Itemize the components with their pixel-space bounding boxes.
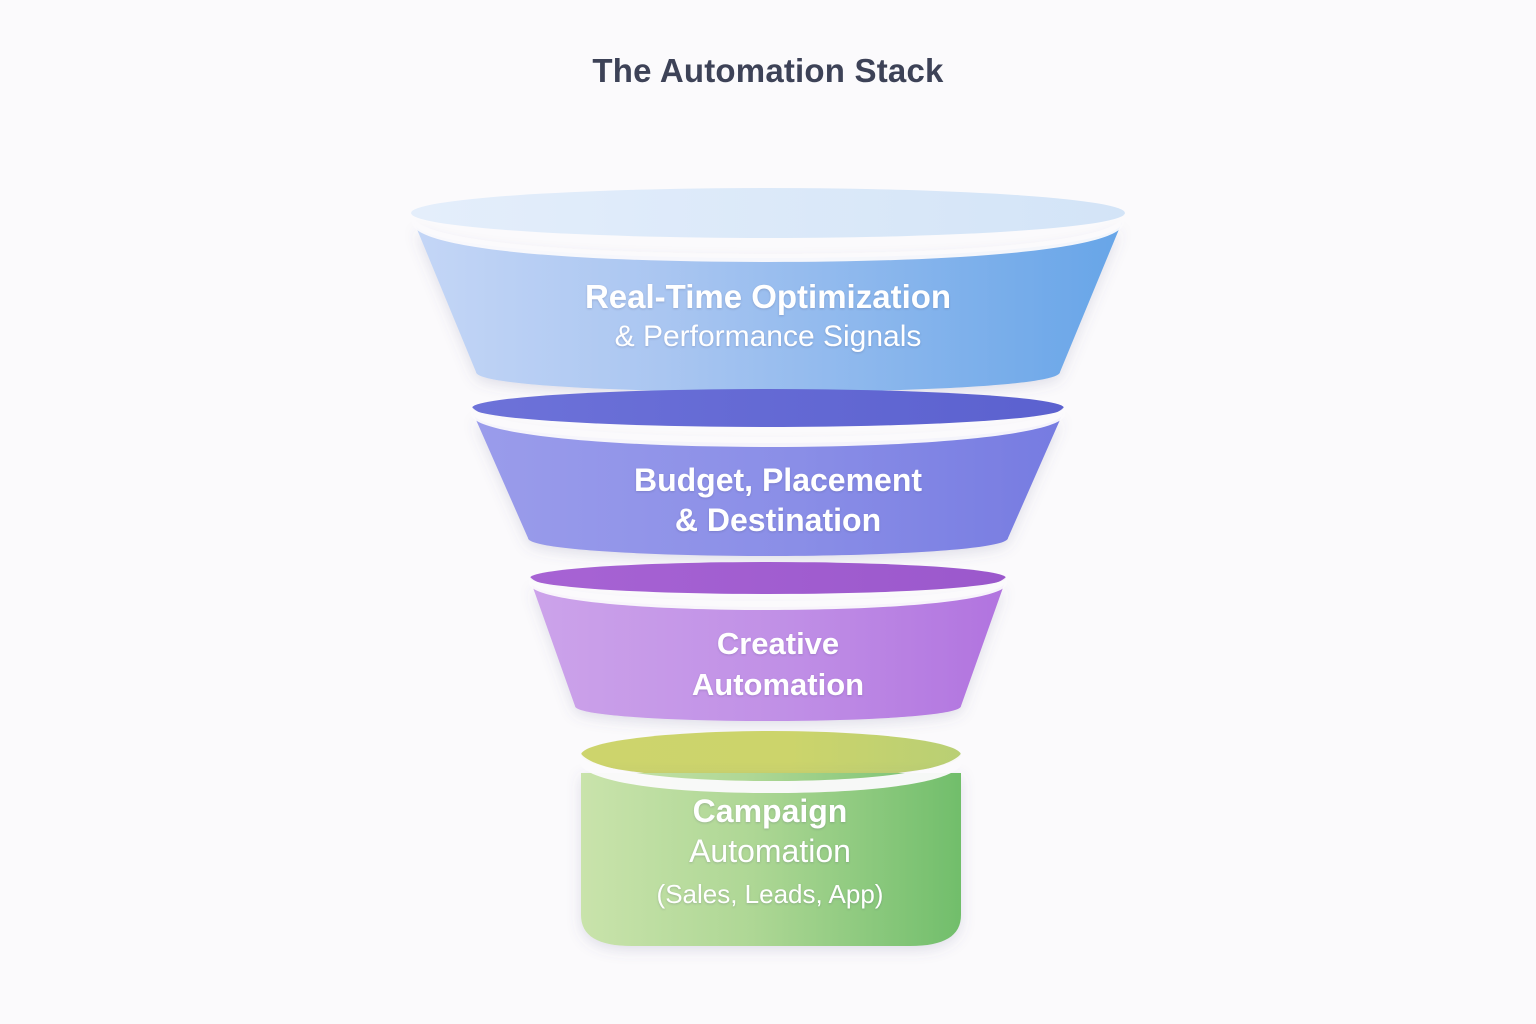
stage-4-body bbox=[581, 773, 961, 946]
stage-2-label-line2: & Destination bbox=[674, 502, 882, 539]
stage-1-label-line1: Real-Time Optimization bbox=[584, 278, 952, 315]
funnel-stage-4[interactable] bbox=[579, 731, 963, 946]
funnel-stage-3[interactable] bbox=[529, 562, 1007, 721]
stage-4-label-line3: (Sales, Leads, App) bbox=[656, 878, 884, 909]
stage-3-label-line2: Automation bbox=[691, 667, 865, 703]
stage-3-rim-gap bbox=[529, 574, 1007, 610]
stage-1-label: Real-Time Optimization & Performance Sig… bbox=[468, 278, 1068, 354]
stage-1-rim bbox=[411, 188, 1125, 238]
stage-3-label-line1: Creative bbox=[716, 626, 840, 661]
stage-1-rim-gap bbox=[412, 214, 1124, 262]
page-title: The Automation Stack bbox=[592, 52, 944, 89]
stage-1-body bbox=[414, 222, 1122, 392]
stage-4-label-line2: Automation bbox=[689, 833, 851, 870]
stage-3-body bbox=[531, 582, 1005, 721]
stage-3-label: Creative Automation bbox=[540, 626, 1016, 703]
stage-2-rim-gap bbox=[471, 404, 1065, 447]
stage-3-rim bbox=[530, 562, 1006, 594]
funnel-stage-2[interactable] bbox=[471, 389, 1065, 556]
stage-4-rim-gap bbox=[579, 748, 963, 793]
stage-2-body bbox=[473, 413, 1063, 556]
stage-4-label: Campaign Automation (Sales, Leads, App) bbox=[578, 793, 962, 910]
funnel-stage-1[interactable] bbox=[411, 188, 1125, 392]
stage-2-rim bbox=[472, 389, 1064, 427]
stage-4-label-line1: Campaign bbox=[692, 793, 848, 829]
stage-1-label-line2: & Performance Signals bbox=[614, 319, 922, 353]
stage-2-label: Budget, Placement & Destination bbox=[500, 462, 1056, 539]
stage-2-label-line1: Budget, Placement bbox=[633, 462, 923, 498]
stage-4-rim bbox=[581, 731, 961, 779]
